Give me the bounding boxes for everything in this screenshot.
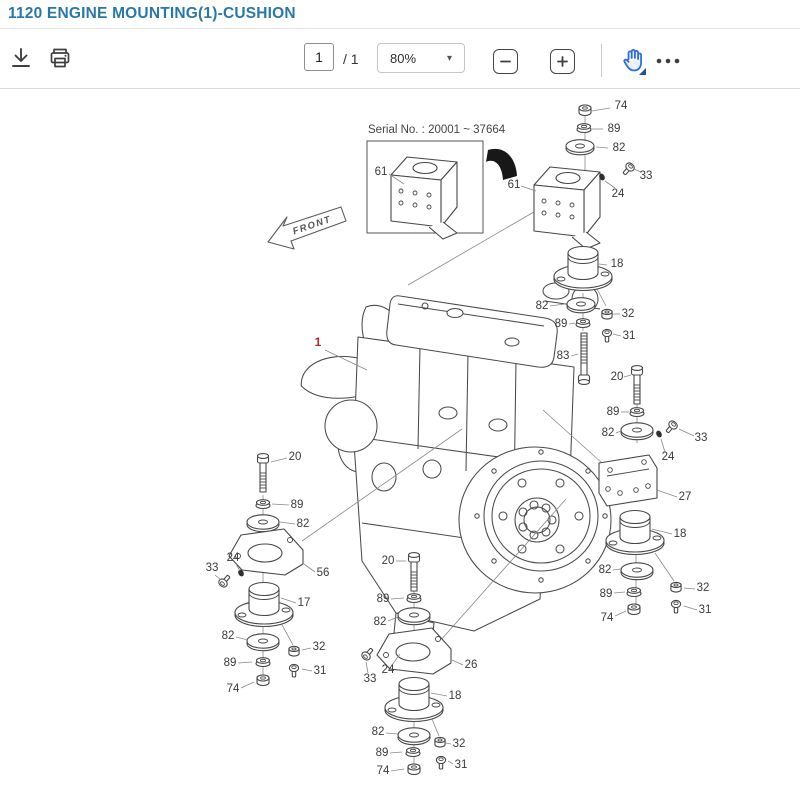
- page-total: / 1: [343, 51, 359, 67]
- svg-text:31: 31: [314, 665, 327, 677]
- svg-text:56: 56: [317, 567, 330, 579]
- svg-text:33: 33: [364, 673, 377, 685]
- svg-text:18: 18: [449, 690, 462, 702]
- zoom-value: 80%: [390, 50, 417, 66]
- svg-text:31: 31: [699, 604, 712, 616]
- svg-text:24: 24: [662, 451, 675, 463]
- hand-tool-icon: [623, 49, 646, 75]
- svg-text:31: 31: [455, 759, 468, 771]
- svg-text:27: 27: [679, 491, 692, 503]
- svg-text:82: 82: [602, 427, 615, 439]
- plus-icon: [557, 56, 568, 67]
- svg-text:89: 89: [607, 406, 620, 418]
- svg-text:82: 82: [599, 564, 612, 576]
- svg-text:18: 18: [674, 528, 687, 540]
- title-divider: [0, 28, 800, 29]
- print-icon: [50, 48, 70, 67]
- svg-text:82: 82: [613, 142, 626, 154]
- svg-text:17: 17: [298, 597, 311, 609]
- svg-text:32: 32: [453, 738, 466, 750]
- toolbar-divider: [601, 44, 602, 77]
- svg-text:89: 89: [600, 588, 613, 600]
- svg-text:74: 74: [227, 683, 240, 695]
- svg-text:20: 20: [289, 451, 302, 463]
- svg-text:89: 89: [377, 593, 390, 605]
- svg-text:26: 26: [465, 659, 478, 671]
- pdf-page-canvas[interactable]: Serial No. : 20001 ~ 37664 FRONT 1 74 89 8…: [0, 88, 800, 799]
- svg-text:82: 82: [536, 300, 549, 312]
- page-number-input[interactable]: [304, 43, 334, 71]
- more-options-icon: [656, 58, 680, 64]
- svg-text:74: 74: [601, 612, 614, 624]
- svg-text:33: 33: [206, 562, 219, 574]
- svg-text:20: 20: [382, 555, 395, 567]
- minus-icon: [500, 60, 511, 63]
- hand-tool-button[interactable]: [617, 45, 649, 77]
- serial-number-label: Serial No. : 20001 ~ 37664: [368, 124, 506, 136]
- svg-text:61: 61: [375, 166, 388, 178]
- svg-text:89: 89: [608, 123, 621, 135]
- svg-text:74: 74: [615, 100, 628, 112]
- svg-text:89: 89: [291, 499, 304, 511]
- engine-illustration: [300, 282, 612, 644]
- transition-arrow-icon: [486, 148, 517, 180]
- engine-callout-1: 1: [315, 335, 368, 371]
- svg-text:82: 82: [374, 616, 387, 628]
- page-title: 1120 ENGINE MOUNTING(1)-CUSHION: [8, 5, 296, 22]
- svg-text:32: 32: [697, 582, 710, 594]
- zoom-in-button[interactable]: [550, 49, 575, 74]
- download-icon: [12, 48, 30, 67]
- serial-callout-box: Serial No. : 20001 ~ 37664: [366, 124, 517, 234]
- svg-text:74: 74: [377, 765, 390, 777]
- svg-text:24: 24: [612, 188, 625, 200]
- svg-text:32: 32: [313, 641, 326, 653]
- svg-text:20: 20: [611, 371, 624, 383]
- toolbar: / 1 80% ▾: [0, 29, 800, 88]
- svg-text:33: 33: [640, 170, 653, 182]
- hand-tool-caret: [639, 68, 646, 75]
- more-options-button[interactable]: [651, 46, 687, 76]
- svg-text:18: 18: [611, 258, 624, 270]
- svg-text:61: 61: [508, 179, 521, 191]
- zoom-level-select[interactable]: 80% ▾: [377, 43, 465, 73]
- svg-text:33: 33: [695, 432, 708, 444]
- svg-text:82: 82: [222, 630, 235, 642]
- svg-text:24: 24: [227, 552, 240, 564]
- print-button[interactable]: [46, 45, 74, 73]
- chevron-down-icon: ▾: [446, 52, 452, 64]
- svg-text:89: 89: [555, 318, 568, 330]
- svg-text:83: 83: [557, 350, 570, 362]
- svg-text:31: 31: [623, 330, 636, 342]
- front-label: FRONT: [291, 214, 333, 237]
- svg-text:32: 32: [622, 308, 635, 320]
- svg-text:82: 82: [372, 726, 385, 738]
- svg-text:89: 89: [224, 657, 237, 669]
- svg-text:82: 82: [297, 518, 310, 530]
- zoom-out-button[interactable]: [493, 49, 518, 74]
- fan-icon: [300, 304, 467, 473]
- download-button[interactable]: [8, 47, 34, 73]
- svg-text:24: 24: [382, 664, 395, 676]
- front-direction-arrow: FRONT: [267, 206, 347, 250]
- svg-text:1: 1: [315, 335, 322, 349]
- svg-text:89: 89: [376, 747, 389, 759]
